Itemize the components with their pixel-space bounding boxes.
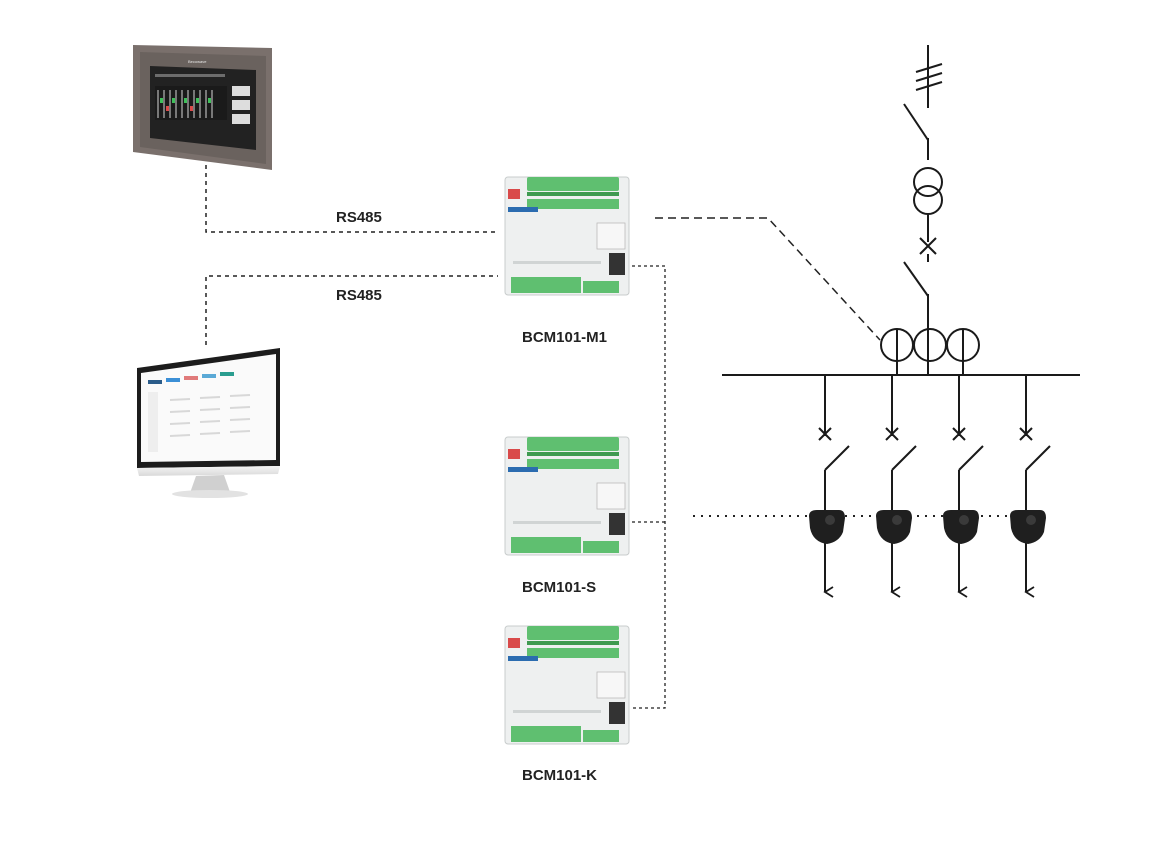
- rs485-label-bottom: RS485: [336, 287, 382, 304]
- rs485-link-hmi: [205, 165, 498, 233]
- split-core-ct-3: [943, 510, 979, 544]
- split-core-ct-4: [1010, 510, 1046, 544]
- hmi-touch-panel: Becowave: [133, 45, 272, 170]
- split-core-ct-2: [876, 510, 912, 544]
- hmi-brand-text: Becowave: [188, 59, 207, 64]
- feeder-2: [885, 375, 917, 598]
- module-bus-link: [632, 265, 666, 709]
- device-label-m1: BCM101-M1: [522, 329, 607, 346]
- split-core-ct-1: [809, 510, 845, 544]
- module-bcm101-k: [504, 625, 630, 745]
- hmi-screen-content: [155, 74, 250, 124]
- rs485-label-top: RS485: [336, 209, 382, 226]
- module-bcm101-s: [504, 436, 630, 556]
- ct-ring-b: [913, 328, 947, 362]
- monitor-screen-content: [148, 372, 251, 452]
- monitor-workstation: [137, 348, 280, 498]
- feeder-3: [952, 375, 984, 598]
- feeder-1: [818, 375, 850, 598]
- device-label-k: BCM101-K: [522, 767, 597, 784]
- feeder-4: [1019, 375, 1051, 598]
- transformer-symbol: [913, 167, 943, 197]
- single-line-diagram: [722, 45, 1080, 376]
- device-label-s: BCM101-S: [522, 579, 596, 596]
- module-bcm101-m1: [504, 176, 630, 296]
- ct-measurement-link: [655, 217, 881, 341]
